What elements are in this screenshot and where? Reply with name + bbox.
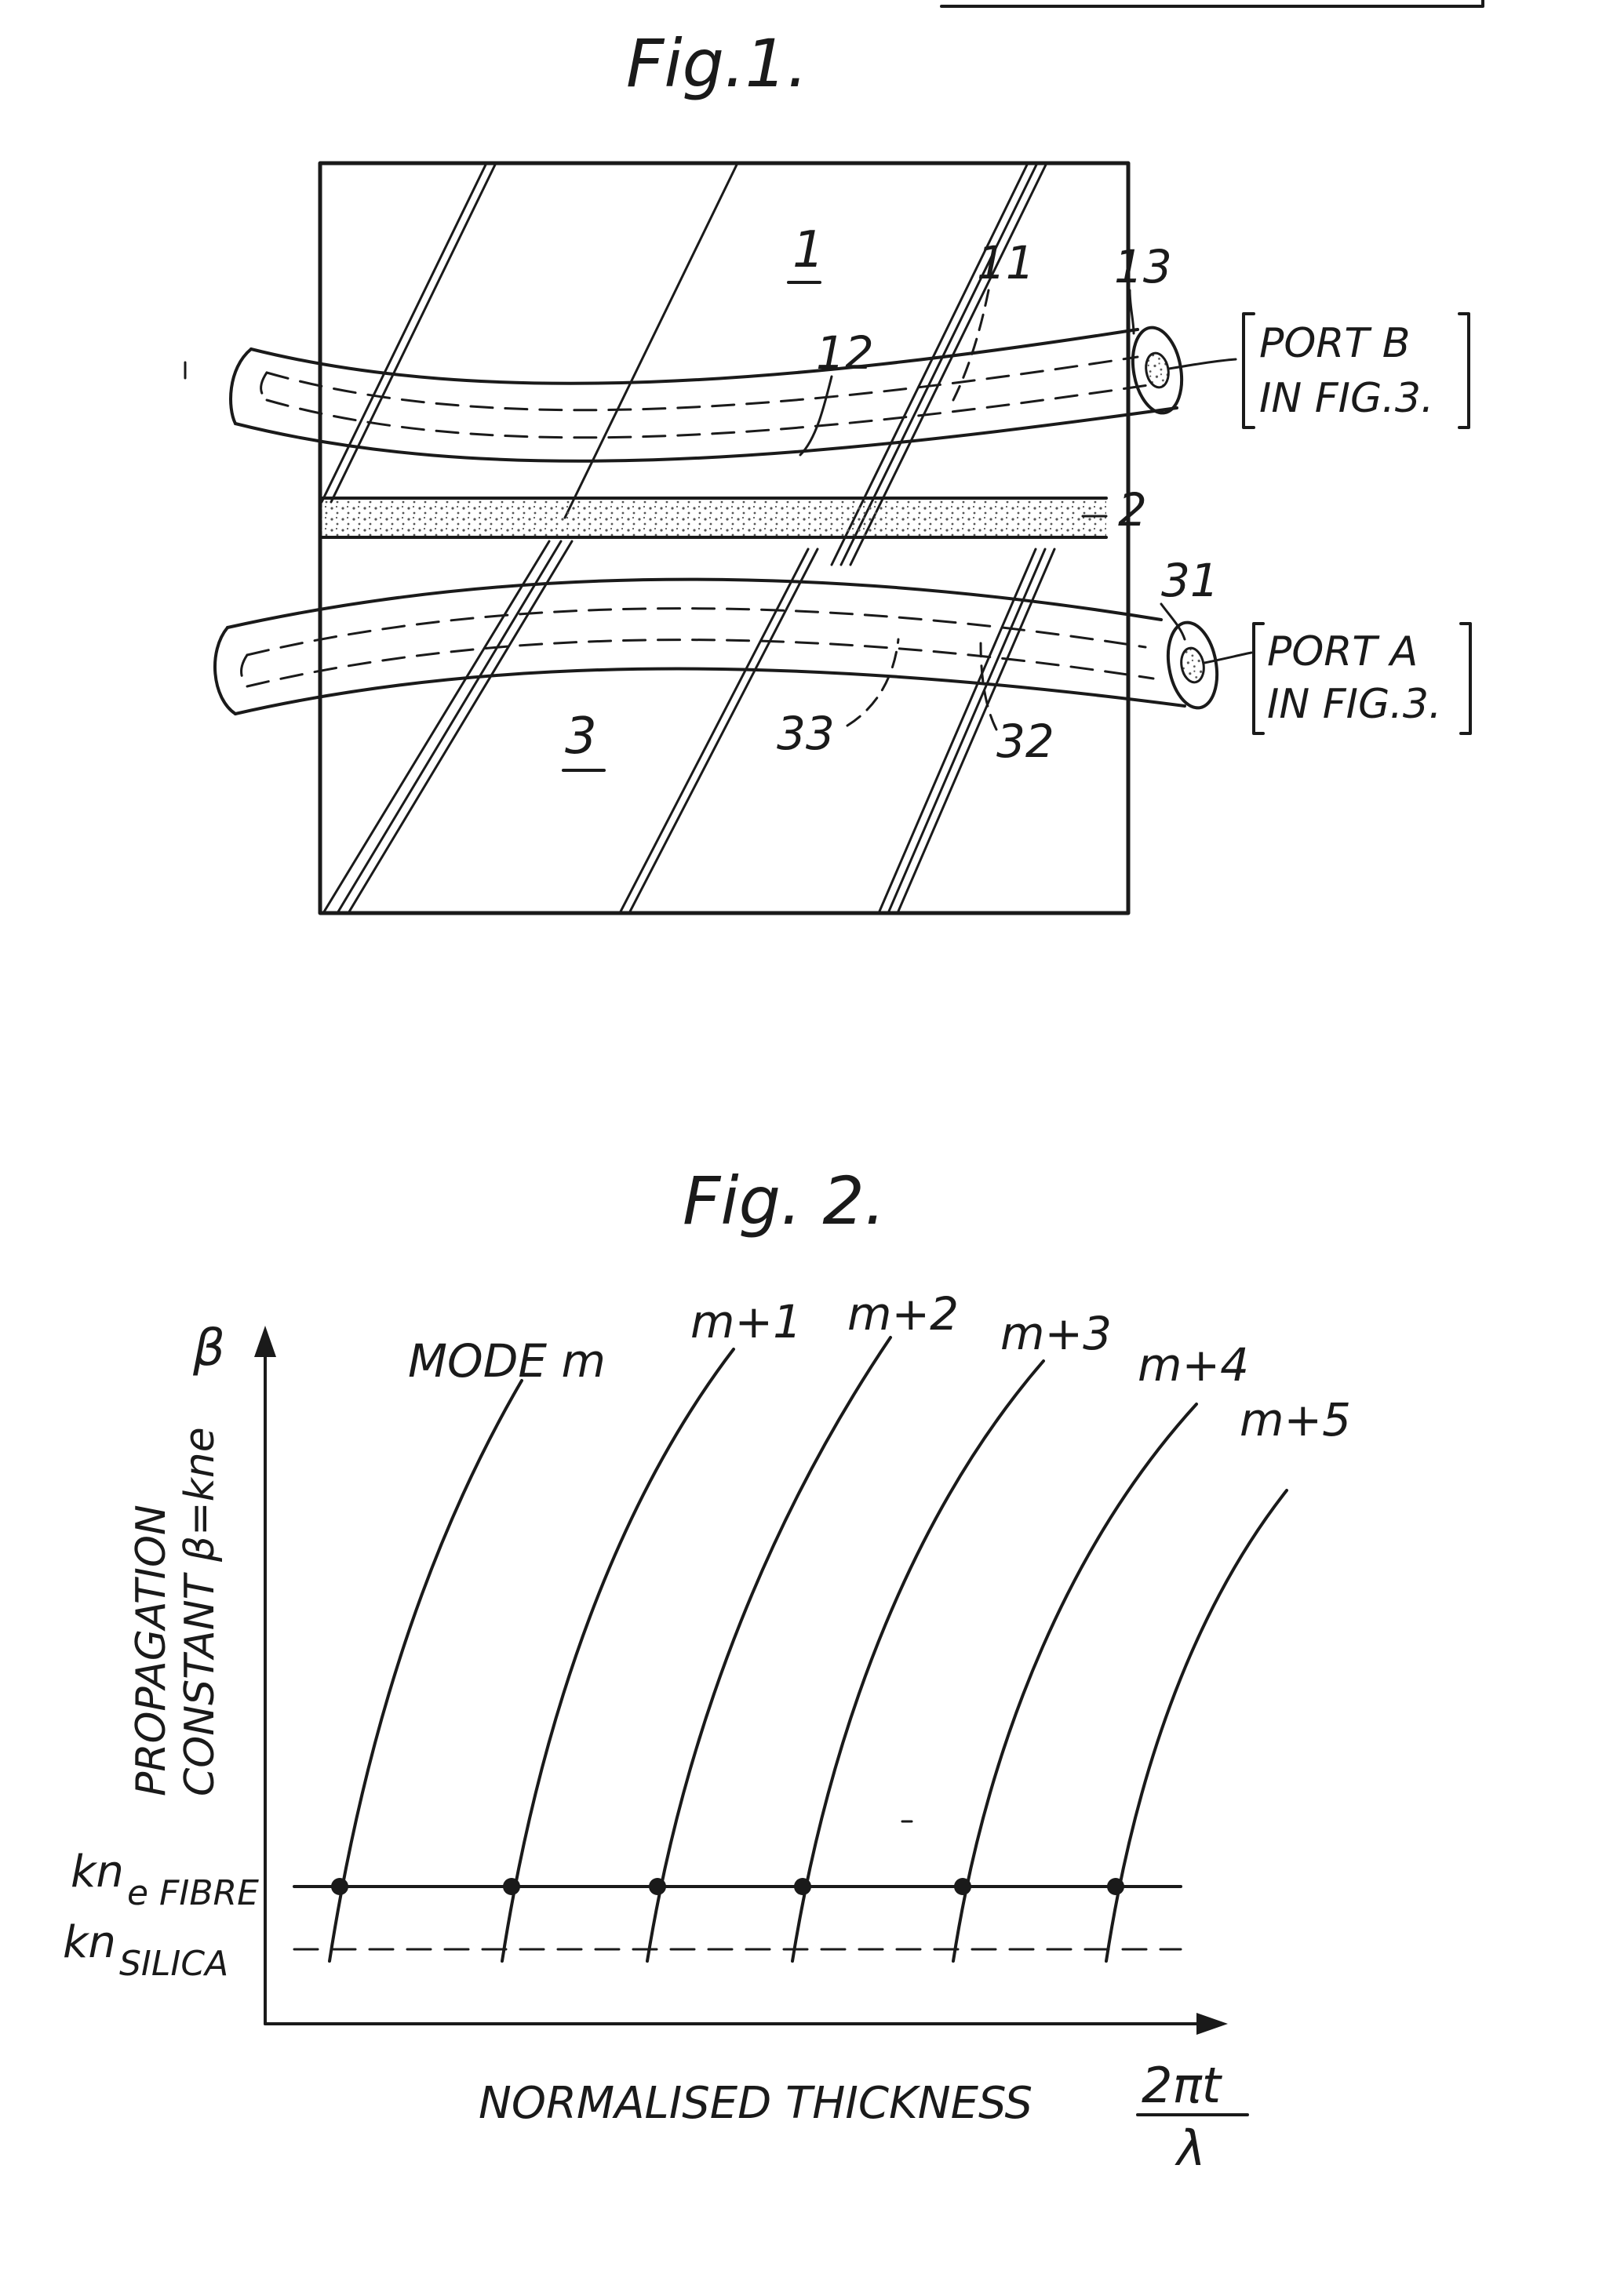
label-31: 31 [1161, 554, 1219, 607]
label-33: 33 [777, 707, 835, 760]
port-b-line2: IN FIG.3. [1259, 375, 1433, 422]
port-b-callout: PORT B IN FIG.3. [1244, 314, 1469, 428]
label-3: 3 [565, 708, 597, 766]
silica-level-label: kn SILICA [63, 1917, 228, 1984]
figure-2-mode-graph: MODE m m+1 m+2 m+3 m+4 m+5 β PROPAGATION… [63, 1287, 1351, 2177]
mode-label-m2: m+2 [847, 1287, 959, 1341]
x-axis-arrow [1196, 2013, 1228, 2035]
formula-denominator: λ [1175, 2120, 1206, 2177]
label-12: 12 [816, 326, 874, 380]
mode-label-m5: m+5 [1240, 1393, 1351, 1446]
mode-curve-m4 [953, 1404, 1196, 1961]
cutoff-point [1107, 1878, 1124, 1895]
figure-2-title: Fig. 2. [683, 1163, 886, 1239]
formula-numerator: 2πt [1142, 2057, 1223, 2114]
cutoff-point [794, 1878, 811, 1895]
y-axis-arrow [254, 1326, 276, 1357]
figure-1-title: Fig.1. [626, 25, 808, 102]
figure-1-diagram: 1 12 11 13 2 31 3 33 32 PORT B IN FIG.3. [185, 163, 1470, 913]
cutoff-point [954, 1878, 971, 1895]
fibre-level-subscript: e FIBRE [127, 1873, 259, 1913]
cutoff-point [503, 1878, 520, 1895]
label-2: 2 [1118, 483, 1147, 537]
mode-label-m4: m+4 [1138, 1338, 1249, 1392]
cutoff-point [331, 1878, 348, 1895]
y-axis-symbol: β [192, 1319, 225, 1377]
label-11: 11 [977, 236, 1035, 289]
mode-curves [330, 1337, 1287, 1961]
fibre-level-label: kn e FIBRE [71, 1847, 259, 1913]
x-axis-label: NORMALISED THICKNESS [479, 2078, 1032, 2129]
port-a-line1: PORT A [1267, 628, 1418, 675]
mode-label-m: MODE m [408, 1334, 606, 1388]
silica-level-prefix: kn [63, 1917, 116, 1968]
mode-curve-m3 [792, 1361, 1043, 1961]
label-13: 13 [1114, 240, 1172, 293]
cutoff-point [649, 1878, 666, 1895]
fibre-level-prefix: kn [71, 1847, 124, 1898]
port-a-line2: IN FIG.3. [1267, 681, 1441, 728]
mode-label-m3: m+3 [1000, 1307, 1112, 1360]
mode-label-m1: m+1 [690, 1295, 802, 1348]
label-32: 32 [996, 715, 1054, 768]
lower-fibre [215, 580, 1223, 714]
y-axis-label-line1: PROPAGATION [128, 1505, 175, 1796]
label-1: 1 [792, 221, 825, 279]
silica-level-subscript: SILICA [119, 1944, 228, 1984]
y-axis-label: PROPAGATION CONSTANT β=kne [128, 1427, 224, 1796]
mode-curve-m1 [502, 1349, 734, 1961]
mode-curve-m [330, 1381, 522, 1961]
x-axis-formula: 2πt λ [1138, 2057, 1247, 2177]
port-a-callout: PORT A IN FIG.3. [1254, 624, 1470, 733]
previous-figure-border-fragment [941, 0, 1483, 6]
bonding-layer [322, 498, 1106, 537]
y-axis-label-line2: CONSTANT β=kne [177, 1427, 224, 1796]
mode-curve-m2 [647, 1337, 890, 1961]
port-b-line1: PORT B [1259, 320, 1410, 367]
mode-curve-m5 [1106, 1490, 1287, 1961]
